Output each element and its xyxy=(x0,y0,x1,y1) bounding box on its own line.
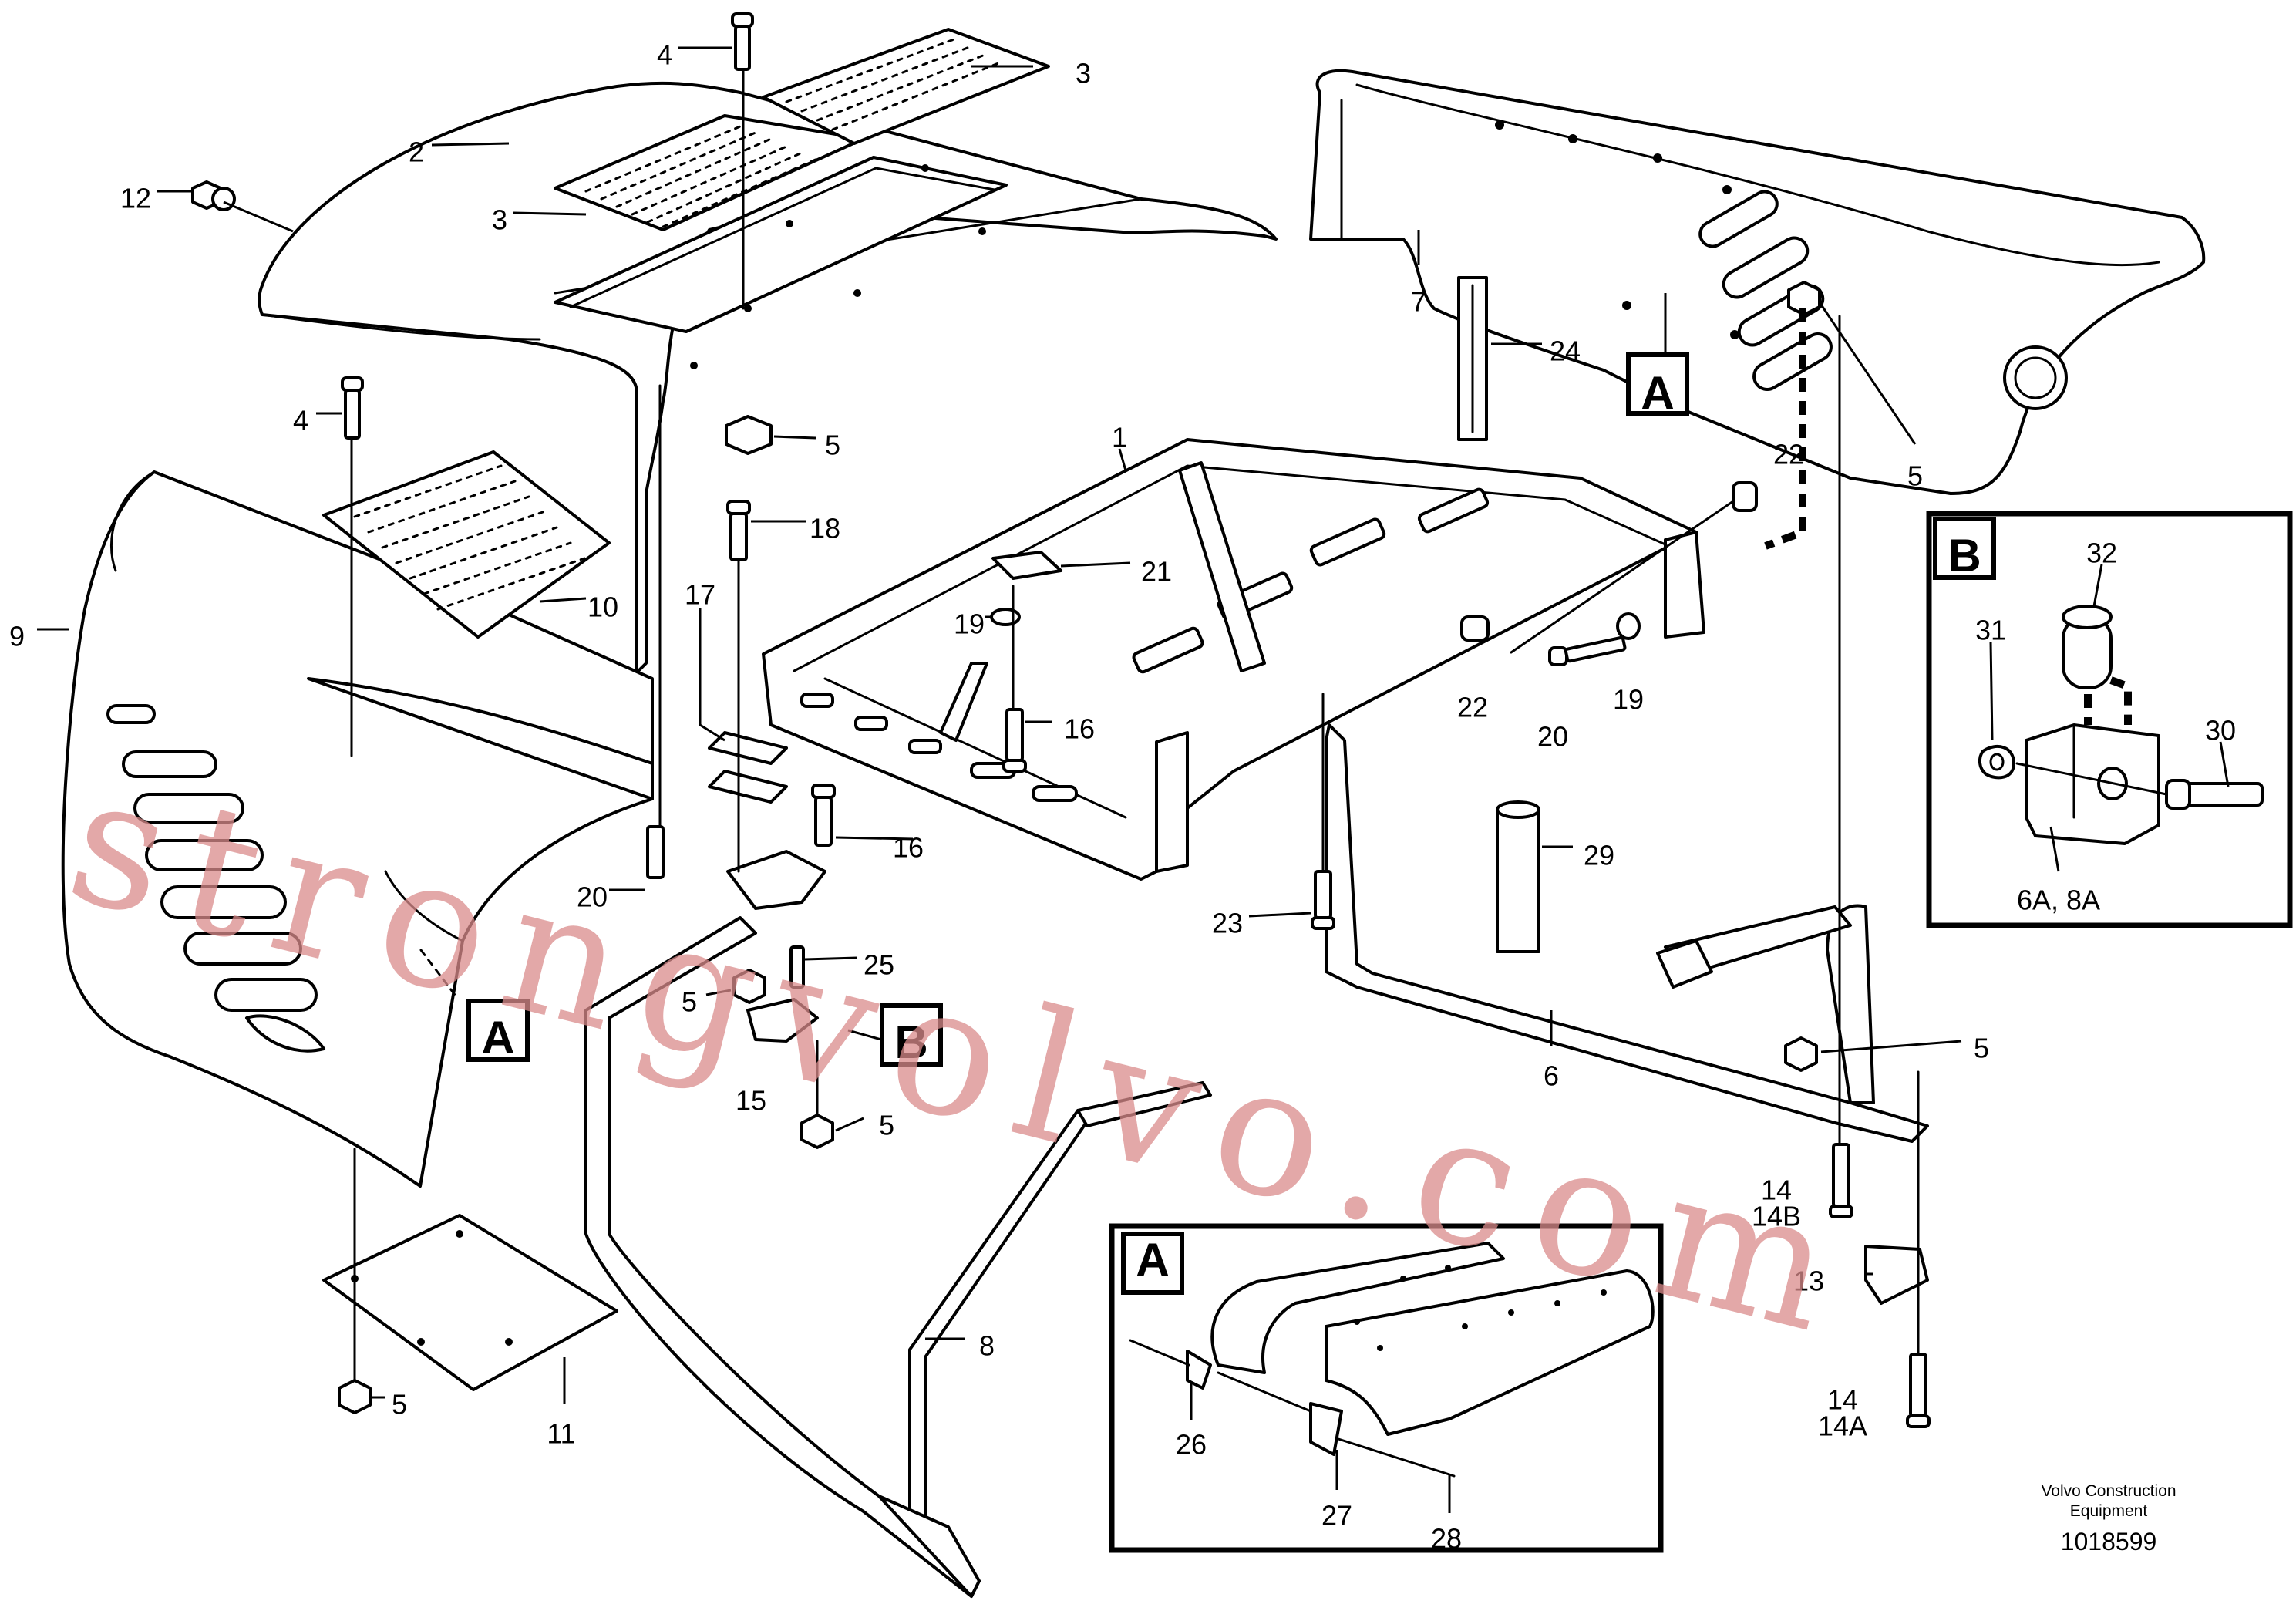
sleeve xyxy=(1496,800,1540,953)
callout-label: 6 xyxy=(1544,1060,1559,1092)
rear-panel xyxy=(1309,69,2206,495)
top-grille-right xyxy=(762,28,1050,145)
callout-label: 5 xyxy=(392,1389,407,1420)
callout-label: 21 xyxy=(1141,556,1172,588)
callout-label: 3 xyxy=(1076,58,1091,89)
leader-lines xyxy=(37,46,2230,1513)
inset-b-detail xyxy=(1926,511,2293,928)
assembly-lines xyxy=(350,68,1920,1382)
inset-a-detail xyxy=(1109,1223,1664,1553)
callout-label: 5 xyxy=(825,430,840,461)
callout-label: 17 xyxy=(685,579,715,611)
callout-label: 14 xyxy=(1761,1174,1792,1206)
callout-label: 20 xyxy=(577,881,608,913)
callout-label: 5 xyxy=(682,986,697,1018)
credit-block: Volvo Construction Equipment 1018599 xyxy=(2041,1482,2176,1555)
callout-label: 19 xyxy=(954,608,985,640)
strip xyxy=(1457,276,1488,441)
section-tag-label: B xyxy=(894,1016,927,1068)
callout-label: 18 xyxy=(810,513,840,544)
callout-label: 2 xyxy=(409,136,424,168)
callout-label: 31 xyxy=(1975,615,2006,646)
callout-label: 11 xyxy=(547,1418,575,1450)
callout-label: 25 xyxy=(864,949,894,981)
section-tag-label: A xyxy=(1641,367,1674,419)
callout-label: 14 xyxy=(1827,1384,1858,1416)
credit-line-2: Equipment xyxy=(2070,1502,2148,1520)
section-tag-boxes xyxy=(466,352,1996,1295)
callout-label: 26 xyxy=(1176,1429,1207,1461)
callout-label: 16 xyxy=(893,832,924,864)
callout-label: 7 xyxy=(1411,286,1426,318)
callout-label: 6A, 8A xyxy=(2017,885,2100,916)
callout-label: 5 xyxy=(1907,460,1923,492)
callout-label: 1 xyxy=(1112,422,1127,453)
callout-label: 10 xyxy=(587,591,618,623)
callout-label: 20 xyxy=(1537,721,1568,753)
callout-label: 14A xyxy=(1818,1410,1867,1442)
section-tag-label: A xyxy=(1136,1234,1169,1286)
section-tag-label: A xyxy=(481,1012,514,1063)
callout-label: 13 xyxy=(1793,1265,1824,1297)
callout-label: 22 xyxy=(1773,439,1804,470)
doc-number: 1018599 xyxy=(2061,1528,2157,1555)
callout-label: 4 xyxy=(293,405,308,436)
callout-label: 28 xyxy=(1431,1523,1462,1555)
callout-label: 16 xyxy=(1064,713,1095,745)
callout-label: 12 xyxy=(120,183,151,214)
callout-label: 29 xyxy=(1584,840,1614,871)
credit-line-1: Volvo Construction xyxy=(2041,1482,2176,1500)
callout-label: 3 xyxy=(492,204,507,236)
callout-label: 9 xyxy=(9,621,25,652)
callout-label: 4 xyxy=(657,39,672,71)
callout-label: 23 xyxy=(1212,908,1243,939)
callout-label: 14B xyxy=(1752,1201,1801,1232)
callout-label: 27 xyxy=(1321,1500,1352,1532)
callout-label: 8 xyxy=(979,1330,995,1362)
callout-label: 5 xyxy=(879,1110,894,1141)
callout-label: 24 xyxy=(1550,335,1581,367)
front-shell xyxy=(61,470,654,1188)
callout-label: 22 xyxy=(1457,692,1488,723)
callout-label: 5 xyxy=(1974,1033,1989,1064)
callout-label: 30 xyxy=(2205,715,2236,746)
section-tag-label: B xyxy=(1948,530,1981,581)
bottom-plate xyxy=(322,1214,618,1391)
callout-label: 19 xyxy=(1613,684,1644,716)
support-leg xyxy=(584,916,1212,1598)
callout-label: 15 xyxy=(736,1085,766,1117)
callout-label: 32 xyxy=(2086,538,2117,569)
side-grille xyxy=(322,450,611,639)
lower-rail xyxy=(1325,723,1929,1143)
hood-cover xyxy=(258,81,1278,674)
section-tags: A A B B A xyxy=(481,367,1981,1286)
frame xyxy=(762,438,1705,881)
